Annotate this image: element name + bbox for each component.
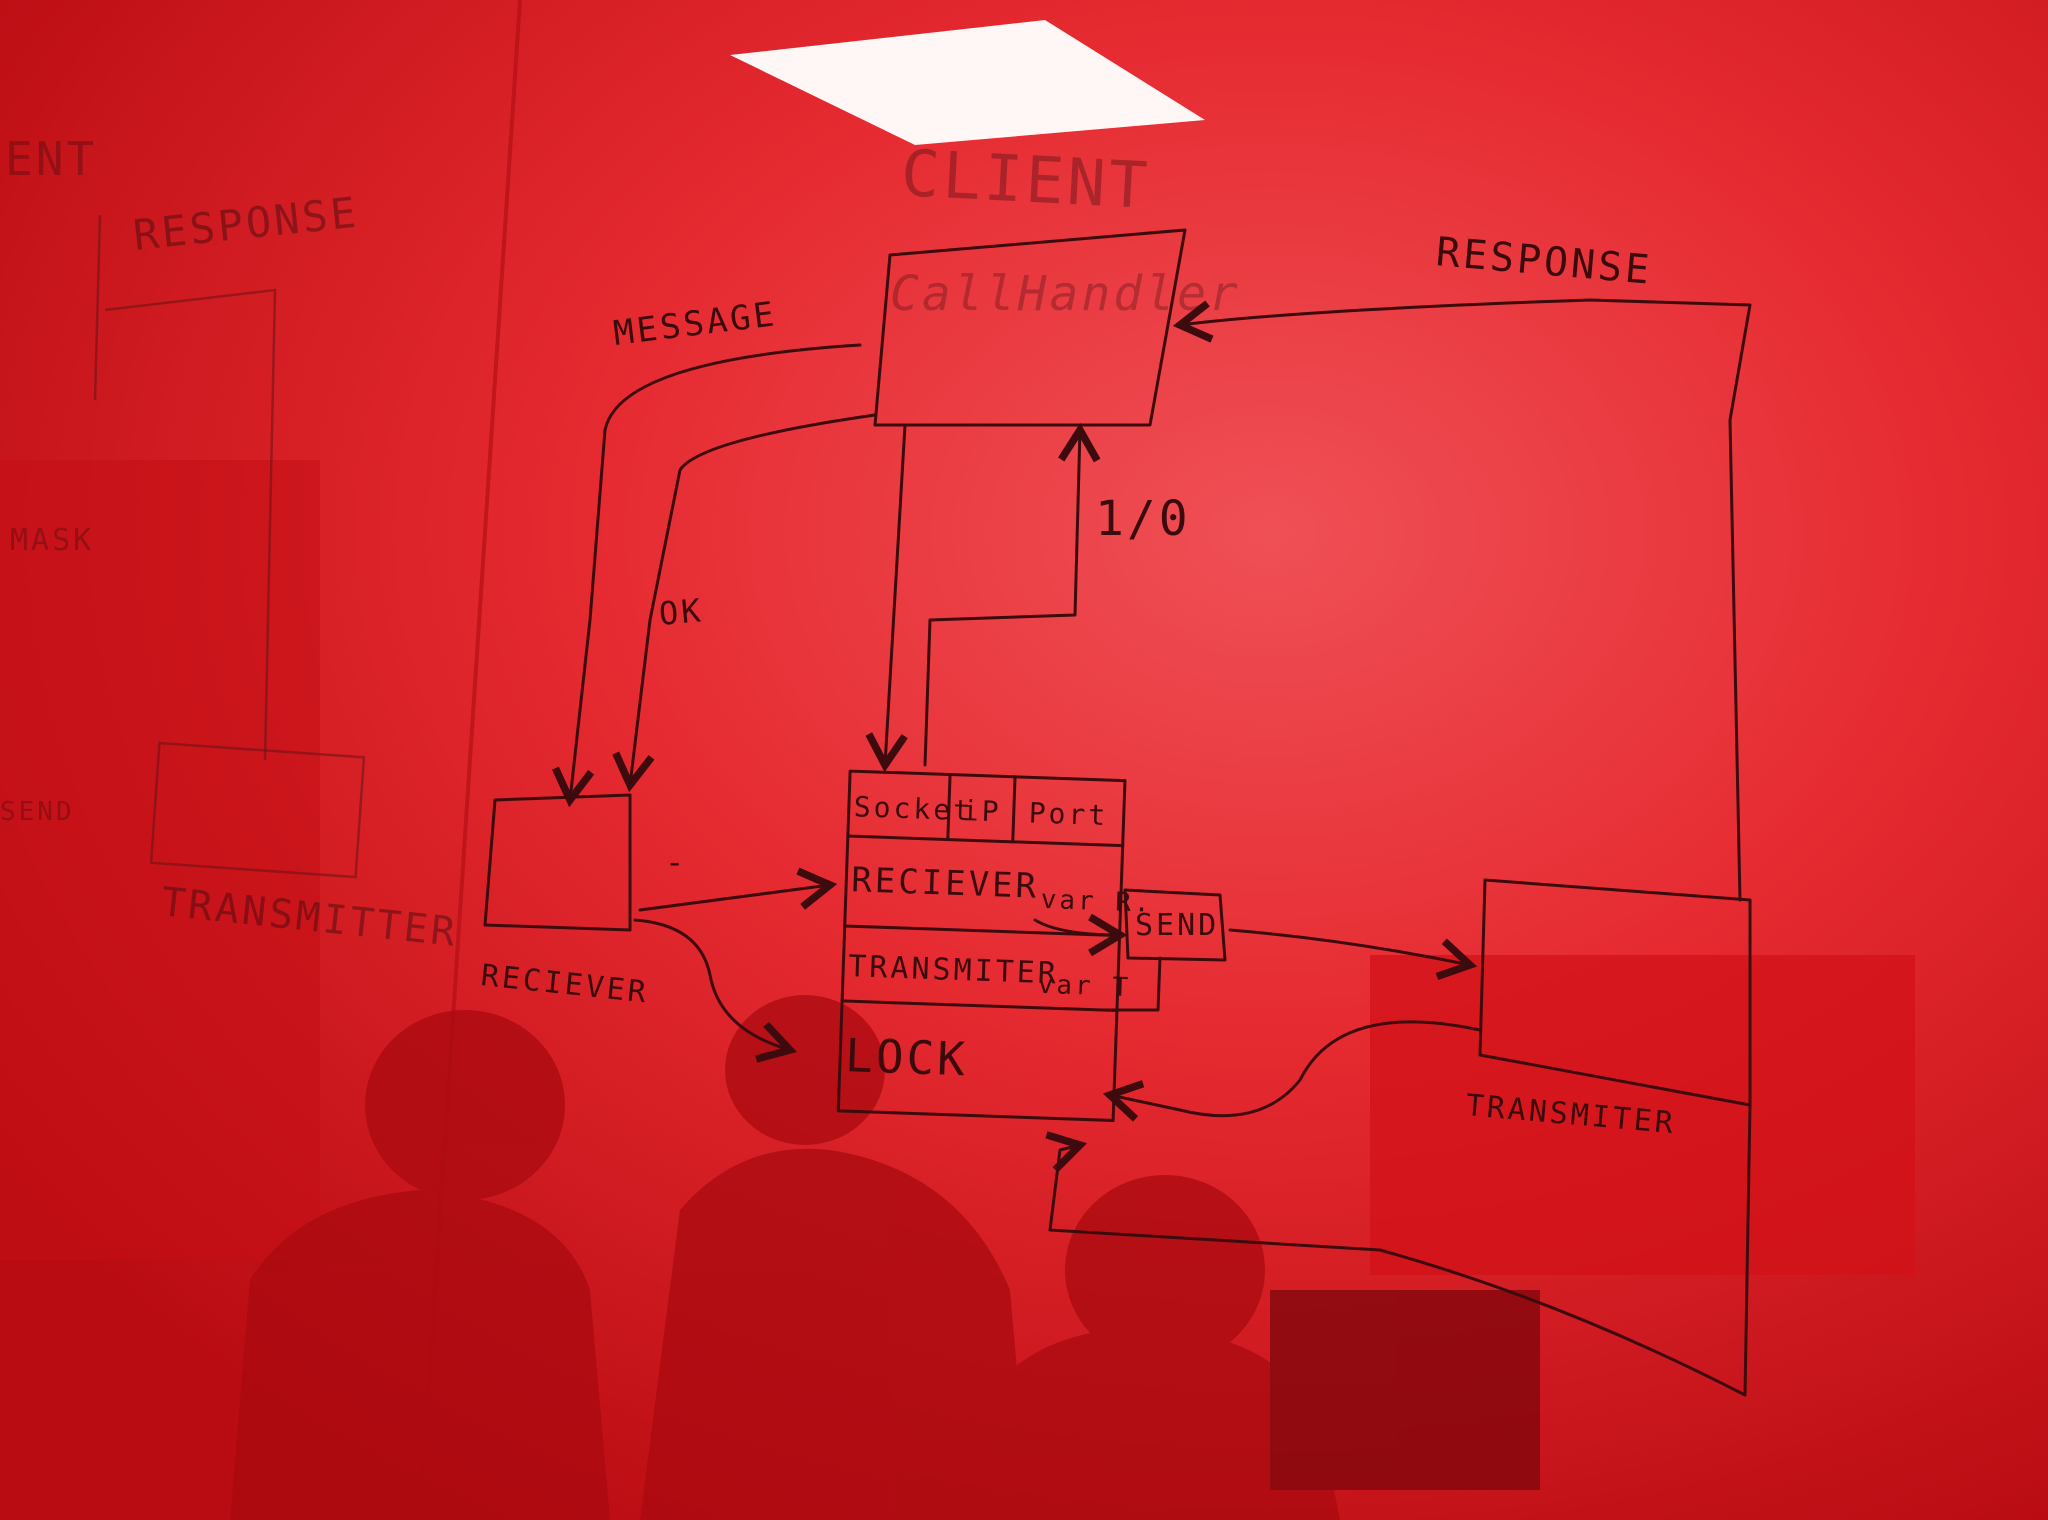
- table-header-port: Port: [1028, 796, 1109, 832]
- table-row-lock: LOCK: [844, 1028, 969, 1086]
- receiver-to-lock-arrow: [633, 918, 798, 1063]
- transmitter-to-lock-arrow: [1102, 1020, 1482, 1122]
- window-reflection-left: [0, 460, 320, 1260]
- ghost-mask-label: MASK: [10, 523, 94, 558]
- dash-label: -: [665, 843, 687, 881]
- ghost-client-title: CLIENT: [899, 137, 1152, 224]
- table-row-transmitter: TRANSMITER: [848, 949, 1060, 991]
- io-label: 1/0: [1095, 491, 1191, 547]
- send-to-transmitter-var-line: [1098, 956, 1162, 1012]
- client-box-scribble: CallHandler: [890, 266, 1241, 322]
- monitor-reflection-right: [1370, 955, 1915, 1275]
- ghost-client-label: ENT: [5, 132, 97, 186]
- table-row-receiver: RECIEVER: [851, 860, 1040, 907]
- ceiling-light-reflection: [730, 20, 1205, 145]
- response-arrow: [1172, 298, 1752, 902]
- send-label: SEND: [1135, 908, 1219, 943]
- transmitter-loop-arrow: [1045, 1103, 1752, 1397]
- receiver-var-to-send-arrow: [1033, 913, 1128, 957]
- io-arrow: [923, 422, 1101, 767]
- table-row-transmitter-var: var T: [1037, 970, 1131, 1003]
- table-header-socket: Socket: [853, 790, 973, 827]
- connection-table: Socket iP Port RECIEVER var R. TRANSMITE…: [836, 769, 1153, 1122]
- table-header-ip: iP: [961, 794, 1002, 828]
- message-arrow: [552, 343, 862, 808]
- client-to-table-arrow: [865, 423, 908, 773]
- ok-arrow: [612, 413, 877, 793]
- ok-label: OK: [657, 591, 705, 633]
- send-to-transmitter-arrow: [1228, 928, 1478, 981]
- ghost-send-label: SEND: [0, 797, 75, 827]
- receiver-to-table-arrow: [638, 867, 838, 912]
- reflected-people: [230, 995, 1540, 1520]
